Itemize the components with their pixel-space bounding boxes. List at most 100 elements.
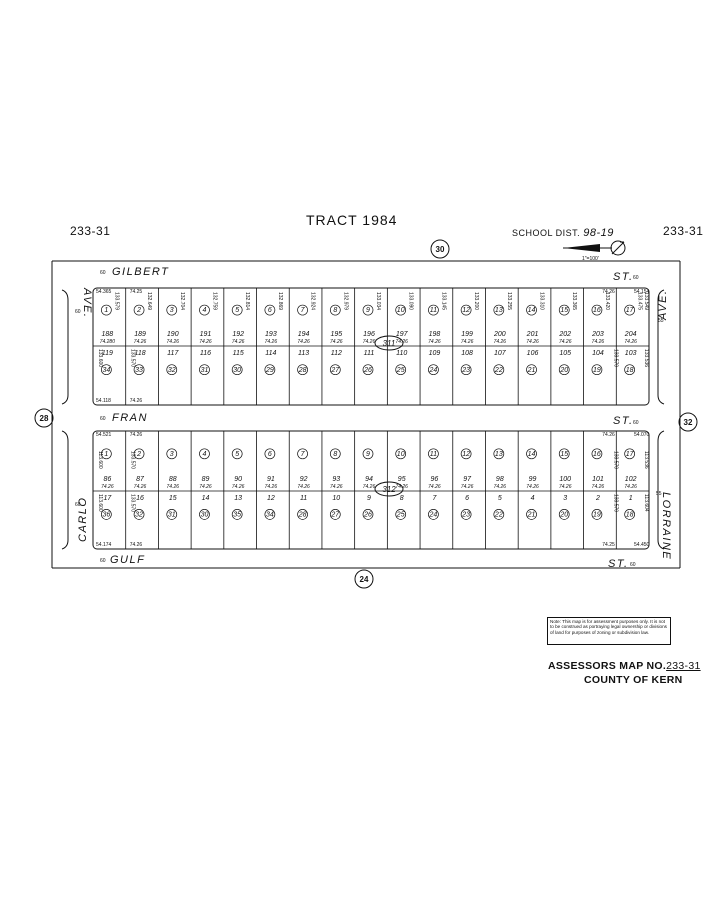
south-lot-number-bottom: 15 bbox=[169, 495, 177, 502]
svg-text:11: 11 bbox=[430, 451, 437, 458]
north-lot-width: 74.26 bbox=[461, 339, 474, 345]
south-lot-width: 74.26 bbox=[494, 484, 507, 490]
north-lot-number: 194 bbox=[298, 331, 310, 338]
north-right-side: 133.549 bbox=[643, 292, 649, 310]
north-lot-width: 74.26 bbox=[134, 339, 147, 345]
gilbert-width-right: 60 bbox=[633, 275, 639, 281]
north-parcel-top: 9 bbox=[362, 304, 374, 316]
north-lot-depth: 133.255 bbox=[506, 292, 512, 310]
north-lot-number: 191 bbox=[200, 331, 212, 338]
svg-text:21: 21 bbox=[527, 512, 536, 519]
north-corner-tr: 54.154 bbox=[634, 289, 650, 295]
north-corner-tr-2: 74.26 bbox=[602, 289, 615, 295]
north-parcel-bottom: 32 bbox=[166, 364, 178, 376]
south-parcel-top: 6 bbox=[264, 448, 276, 460]
svg-text:8: 8 bbox=[333, 307, 337, 314]
svg-text:30: 30 bbox=[233, 367, 241, 374]
south-lot-number-bottom: 3 bbox=[563, 495, 567, 502]
south-lot-number: 100 bbox=[559, 476, 571, 483]
north-lot-width: 74.26 bbox=[559, 339, 572, 345]
south-parcel-bottom: 36 bbox=[101, 509, 112, 520]
ave-width-right: 55 bbox=[658, 318, 664, 324]
south-lot-width: 74.26 bbox=[395, 484, 408, 490]
svg-text:312: 312 bbox=[382, 485, 396, 494]
north-lot-depth: 133.579 bbox=[113, 292, 119, 310]
south-lot-width: 74.26 bbox=[428, 484, 441, 490]
north-lot-width: 74.26 bbox=[363, 339, 376, 345]
north-lot-depth: 133.145 bbox=[440, 292, 446, 310]
north-parcel-bottom: 22 bbox=[493, 364, 505, 376]
assessors-map-label: ASSESSORS MAP NO.233-31 bbox=[548, 660, 701, 672]
north-lot-depth: 133.090 bbox=[408, 292, 414, 310]
south-parcel-top: 10 bbox=[395, 448, 407, 460]
south-lot-width: 74.26 bbox=[363, 484, 376, 490]
south-lot-width: 74.26 bbox=[330, 484, 343, 490]
north-parcel-bottom: 27 bbox=[329, 364, 341, 376]
south-left-depth-4: 133.570 bbox=[130, 451, 136, 469]
assessment-note: Note: This map is for assessment purpose… bbox=[547, 617, 671, 645]
south-parcel-top: 4 bbox=[199, 448, 210, 460]
north-parcel-top: 5 bbox=[231, 304, 243, 316]
street-gulf-st: ST. bbox=[608, 558, 629, 570]
map-page-ref-312: 312 bbox=[374, 481, 404, 497]
svg-text:24: 24 bbox=[429, 367, 438, 374]
school-district: SCHOOL DIST. 98-19 bbox=[512, 227, 614, 239]
north-lot-width: 74.26 bbox=[592, 339, 605, 345]
south-parcel-top: 2 bbox=[133, 448, 145, 460]
svg-text:28: 28 bbox=[298, 367, 307, 374]
south-lot-width: 74.26 bbox=[559, 484, 572, 490]
south-lot-width: 74.26 bbox=[167, 484, 180, 490]
south-corner-br: 54.450 bbox=[634, 542, 650, 548]
south-parcel-bottom: 20 bbox=[558, 509, 570, 520]
svg-text:11: 11 bbox=[430, 307, 437, 314]
circled-ref-32: 32 bbox=[678, 412, 698, 432]
svg-text:27: 27 bbox=[330, 512, 340, 519]
north-lot-depth: 133.200 bbox=[473, 292, 479, 310]
north-parcel-top: 11 bbox=[428, 304, 439, 316]
svg-text:19: 19 bbox=[593, 367, 601, 374]
north-parcel-top: 12 bbox=[460, 304, 472, 316]
south-corner-tl: 54.521 bbox=[96, 432, 112, 438]
north-lot-number: 203 bbox=[591, 331, 604, 338]
svg-text:4: 4 bbox=[203, 307, 207, 314]
north-lot-depth: 132.759 bbox=[211, 292, 217, 310]
south-lot-number-bottom: 5 bbox=[498, 495, 502, 502]
curb-brackets bbox=[61, 289, 665, 550]
south-lot-number-bottom: 11 bbox=[300, 495, 307, 502]
assessors-map-text: ASSESSORS MAP NO. bbox=[548, 660, 667, 672]
svg-text:28: 28 bbox=[298, 512, 307, 519]
south-lot-number-bottom: 14 bbox=[202, 495, 210, 502]
svg-text:26: 26 bbox=[363, 512, 372, 519]
svg-text:13: 13 bbox=[495, 451, 503, 458]
north-lot-depth: 132.704 bbox=[179, 292, 185, 310]
north-left-depth: 133.600 bbox=[97, 349, 103, 367]
south-parcel-top: 9 bbox=[362, 448, 374, 460]
street-gilbert-st: ST. bbox=[613, 271, 634, 283]
south-lot-number: 94 bbox=[365, 476, 373, 483]
svg-text:9: 9 bbox=[366, 307, 370, 314]
svg-text:9: 9 bbox=[366, 451, 370, 458]
svg-text:10: 10 bbox=[397, 451, 405, 458]
north-parcel-bottom: 25 bbox=[395, 364, 407, 376]
north-lot-width: 74.26 bbox=[624, 339, 637, 345]
svg-text:28: 28 bbox=[40, 414, 49, 423]
south-left-depth-3: 113.600 bbox=[97, 451, 103, 469]
south-parcel-top: 13 bbox=[493, 448, 505, 460]
svg-text:14: 14 bbox=[528, 451, 536, 458]
north-lot-width: 74.26 bbox=[297, 339, 310, 345]
north-lot-depth: 133.034 bbox=[375, 292, 381, 310]
ave-width-left: 60 bbox=[75, 309, 81, 315]
south-parcel-bottom: 19 bbox=[591, 509, 603, 520]
svg-text:27: 27 bbox=[330, 367, 340, 374]
north-lot-number-bottom: 117 bbox=[167, 350, 179, 357]
svg-text:5: 5 bbox=[235, 451, 239, 458]
lorraine-width: 55 bbox=[656, 491, 662, 497]
north-parcel-bottom: 28 bbox=[297, 364, 308, 376]
svg-text:20: 20 bbox=[559, 367, 568, 374]
north-outline bbox=[92, 287, 650, 406]
gilbert-width-left: 60 bbox=[100, 270, 106, 276]
north-right-depth: 133.570 bbox=[612, 349, 618, 367]
north-parcel-bottom: 23 bbox=[460, 364, 472, 376]
north-lot-width: 74.26 bbox=[232, 339, 245, 345]
